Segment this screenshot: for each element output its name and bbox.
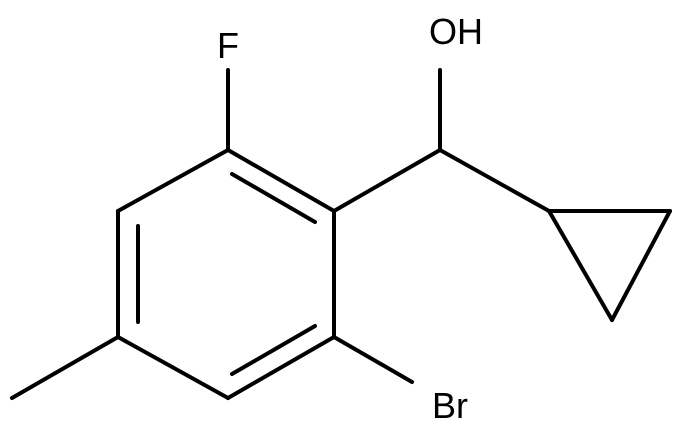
bond-c5-methyl [10, 335, 120, 400]
ring-bond-c4-c5 [116, 335, 230, 400]
ring-bond-c3-c4 [226, 335, 336, 400]
ring-double-bond-c1-c2 [230, 172, 317, 224]
bond-carbinol-cyclopropyl [438, 148, 551, 213]
atom-labels: F OH Br [217, 11, 483, 426]
ring-bond-c1-c2 [226, 148, 336, 213]
cyclopropyl-bond-3 [547, 209, 614, 322]
hydroxyl-label: OH [429, 11, 483, 52]
bond-c2-carbinol [332, 148, 442, 213]
fluorine-label: F [217, 25, 239, 66]
bond-c3-bromine [332, 335, 414, 384]
ring-double-bond-c3-c4 [230, 324, 317, 376]
ring-bond-c6-c1 [116, 148, 230, 213]
bromine-label: Br [432, 385, 468, 426]
bonds [10, 68, 672, 400]
cyclopropyl-bond-2 [610, 209, 672, 322]
